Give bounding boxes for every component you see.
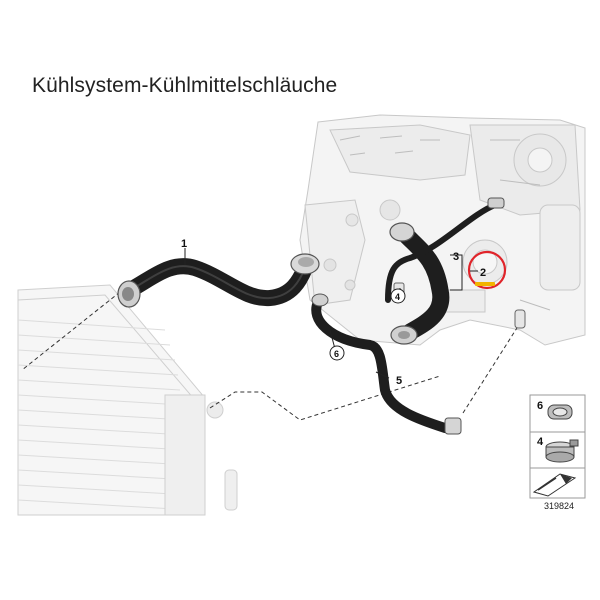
callout-2: 2 bbox=[480, 267, 486, 279]
band-clip-icon bbox=[545, 439, 579, 463]
hose-3 bbox=[385, 197, 505, 345]
legend-item-6-label: 6 bbox=[537, 400, 543, 412]
callout-1: 1 bbox=[181, 238, 187, 250]
clamp-icon bbox=[547, 404, 573, 420]
hose-1 bbox=[117, 253, 320, 308]
page-title: Kühlsystem-Kühlmittelschläuche bbox=[32, 74, 338, 97]
radiator-illustration bbox=[17, 284, 238, 516]
callout-5: 5 bbox=[396, 375, 402, 387]
callout-labels: 1 2 3 4 5 6 bbox=[181, 238, 486, 387]
diagram-number: 319824 bbox=[544, 501, 574, 511]
callout-4: 4 bbox=[395, 292, 400, 302]
callout-6: 6 bbox=[334, 349, 339, 359]
page-arrow-icon bbox=[532, 473, 577, 497]
hose-5 bbox=[311, 293, 462, 435]
legend-box: 6 4 bbox=[529, 394, 586, 499]
highlight-part-2 bbox=[467, 250, 507, 290]
callout-3: 3 bbox=[453, 251, 459, 263]
legend-item-4-label: 4 bbox=[537, 436, 544, 448]
engine-block-illustration bbox=[299, 114, 586, 346]
